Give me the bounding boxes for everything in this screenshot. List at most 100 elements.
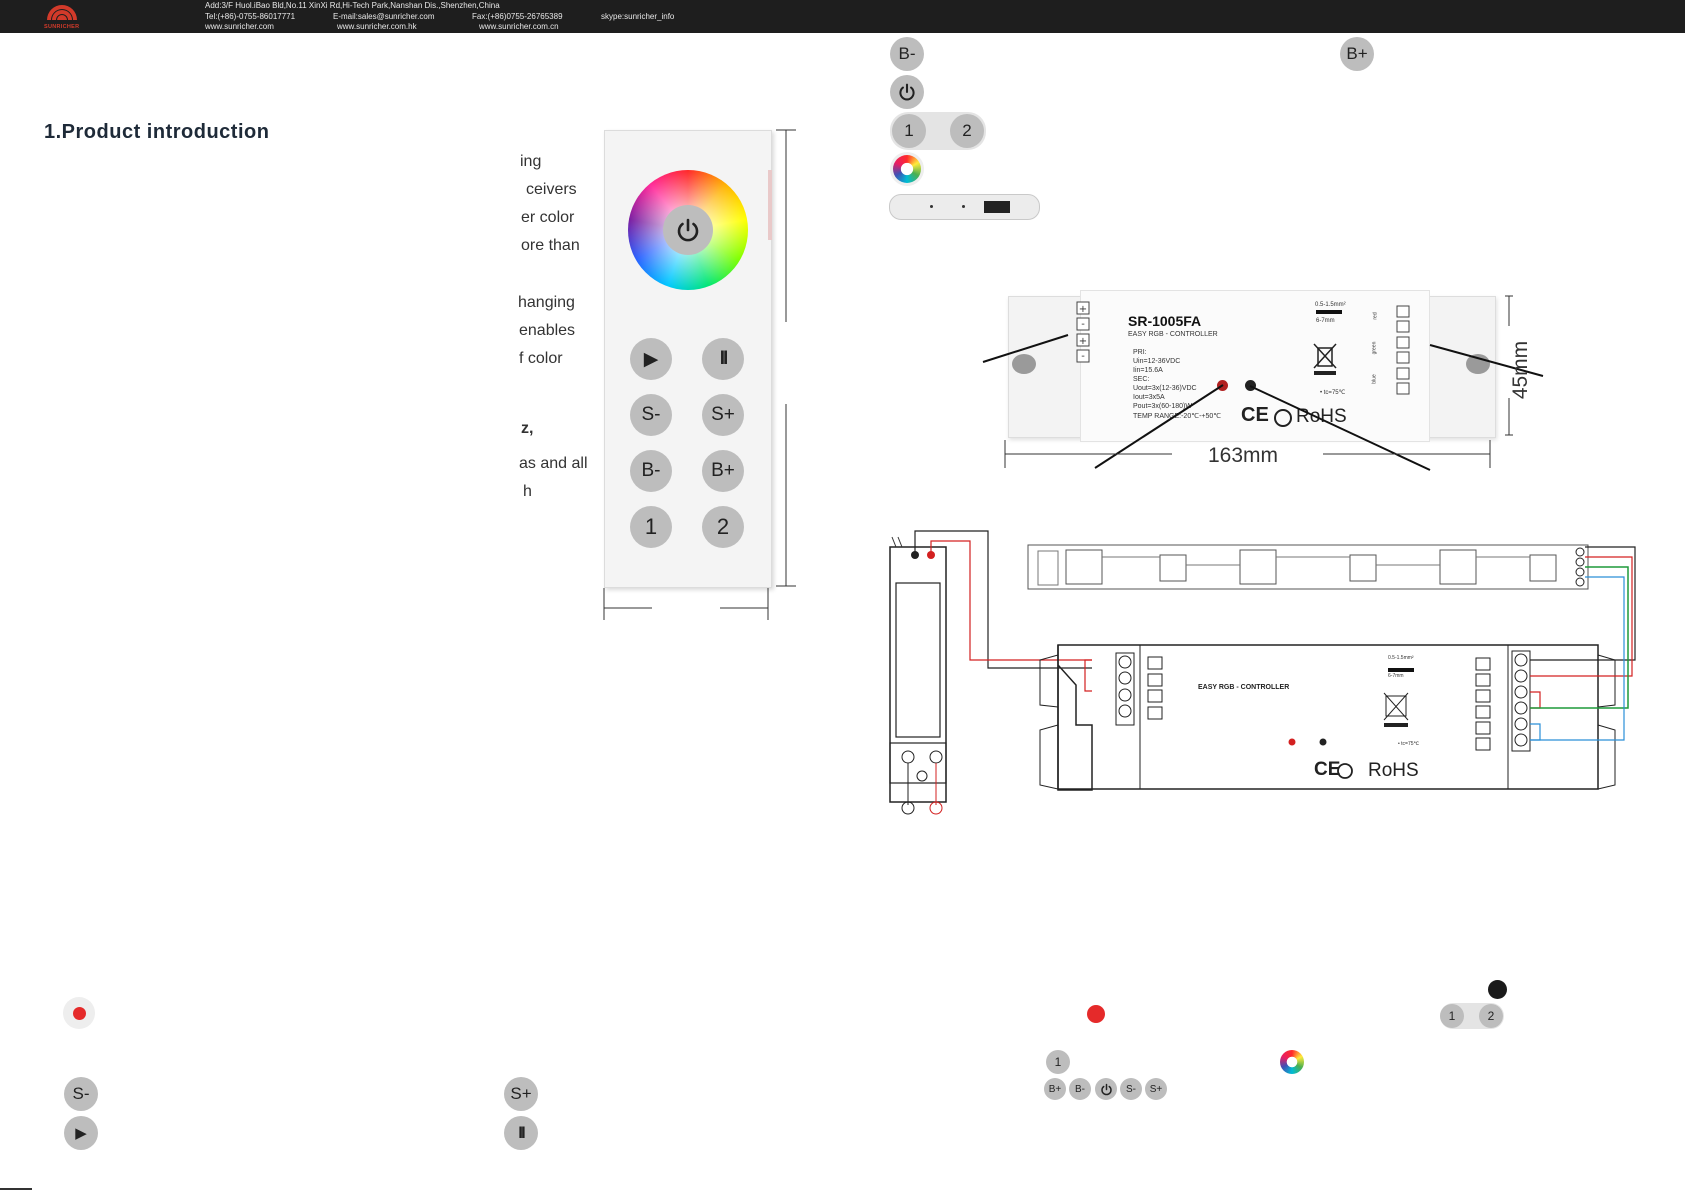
height-dimension: 45mm bbox=[1509, 340, 1533, 400]
remote-pause-button[interactable]: II bbox=[702, 338, 744, 380]
legend-play-button: ▶ bbox=[64, 1116, 98, 1150]
output-terminal-block bbox=[1396, 305, 1410, 395]
remote-power-button[interactable] bbox=[663, 205, 713, 255]
svg-text:+: + bbox=[1079, 304, 1087, 315]
intro-fragment-1: ing bbox=[520, 153, 542, 170]
mounting-screw-left bbox=[1012, 354, 1036, 374]
intro-fragment-7: f color bbox=[519, 350, 563, 367]
side-led-dot bbox=[962, 205, 965, 208]
spec-iin: Iin=15.6A bbox=[1133, 367, 1163, 374]
wire-size-label: 0.5-1.5mm² bbox=[1315, 302, 1346, 308]
svg-text:+: + bbox=[1079, 336, 1087, 347]
power-icon bbox=[1100, 1083, 1112, 1095]
bottom-zone2-button: 2 bbox=[1479, 1004, 1503, 1028]
section-title: 1.Product introduction bbox=[44, 121, 270, 143]
remote-zone2-button[interactable]: 2 bbox=[702, 506, 744, 548]
spec-temp: TEMP RANGE:-20℃-+50℃ bbox=[1133, 413, 1222, 420]
footer-mark bbox=[0, 1188, 32, 1190]
remote-s-plus-button[interactable]: S+ bbox=[702, 394, 744, 436]
remote-zone1-button[interactable]: 1 bbox=[630, 506, 672, 548]
header-fax: Fax:(+86)0755-26765389 bbox=[472, 12, 563, 21]
legend-pause-button: II bbox=[504, 1116, 538, 1150]
recycle-icon bbox=[1274, 409, 1292, 427]
wire-strip-bar bbox=[1316, 310, 1342, 314]
strip-length-label: 6-7mm bbox=[1316, 318, 1335, 324]
remote-b-plus-button[interactable]: B+ bbox=[702, 450, 744, 492]
spec-iout: Iout=3x5A bbox=[1133, 394, 1165, 401]
spec-uin: Uin=12-36VDC bbox=[1133, 358, 1181, 365]
spec-sec: SEC: bbox=[1133, 376, 1150, 383]
input-terminal-block: + - + - bbox=[1076, 301, 1090, 363]
spec-uout: Uout=3x(12-36)VDC bbox=[1133, 385, 1197, 392]
wiring-tc: • tc=75℃ bbox=[1398, 741, 1420, 747]
spec-pout: Pout=3x(60-180)W bbox=[1133, 403, 1192, 410]
wiring-ce-mark: CE bbox=[1314, 759, 1341, 780]
controller-subtitle: EASY RGB - CONTROLLER bbox=[1128, 331, 1218, 338]
header-skype: skype:sunricher_info bbox=[601, 12, 675, 21]
power-icon bbox=[899, 83, 915, 101]
intro-fragment-5: hanging bbox=[518, 294, 575, 311]
svg-text:-: - bbox=[1081, 351, 1085, 362]
width-dimension: 163mm bbox=[1208, 444, 1279, 467]
header-web1[interactable]: www.sunricher.com bbox=[205, 22, 274, 31]
red-led-icon bbox=[72, 1006, 86, 1020]
controller-callouts bbox=[982, 295, 1544, 471]
intro-fragment-8: z, bbox=[521, 420, 534, 437]
intro-fragment-10: h bbox=[523, 483, 532, 500]
bottom-zone1-button: 1 bbox=[1440, 1004, 1464, 1028]
spec-pri: PRI: bbox=[1133, 349, 1147, 356]
wiring-diagram bbox=[889, 530, 1636, 815]
legend-zone2-button: 2 bbox=[950, 114, 984, 148]
bottom-zone1-single: 1 bbox=[1046, 1050, 1070, 1074]
intro-fragment-4: ore than bbox=[521, 237, 580, 254]
header-web3[interactable]: www.sunricher.com.cn bbox=[479, 22, 559, 31]
intro-fragment-6: enables bbox=[519, 322, 576, 339]
receiver-side-view bbox=[889, 194, 1040, 220]
legend-s-minus-button: S- bbox=[64, 1077, 98, 1111]
color-wheel-icon bbox=[893, 155, 921, 183]
learning-key-icon bbox=[1488, 980, 1507, 999]
bottom-s-plus-button: S+ bbox=[1145, 1078, 1167, 1100]
remote-s-minus-button[interactable]: S- bbox=[630, 394, 672, 436]
spec-tc: • tc=75℃ bbox=[1320, 390, 1346, 396]
intro-fragment-9: as and all bbox=[519, 455, 588, 472]
power-icon bbox=[677, 218, 699, 242]
led-indicator bbox=[63, 997, 95, 1029]
weee-bin-icon bbox=[1313, 343, 1337, 375]
remote-play-button[interactable]: ▶ bbox=[630, 338, 672, 380]
legend-color-wheel bbox=[890, 152, 924, 186]
bottom-b-minus-button: B- bbox=[1069, 1078, 1091, 1100]
legend-power-button bbox=[890, 75, 924, 109]
controller-model: SR-1005FA bbox=[1128, 313, 1202, 329]
bottom-b-plus-button: B+ bbox=[1044, 1078, 1066, 1100]
remote-dimension-lines bbox=[603, 129, 796, 620]
header-address: Add:3/F Huol.iBao Bld,No.11 XinXi Rd,Hi-… bbox=[205, 1, 500, 10]
controller-label-panel bbox=[1080, 290, 1430, 442]
wiring-subtitle: EASY RGB - CONTROLLER bbox=[1198, 684, 1290, 691]
header-tel: Tel:(+86)-0755-86017771 bbox=[205, 12, 296, 21]
side-led-dot bbox=[930, 205, 933, 208]
wiring-wire-size: 0.5-1.5mm² bbox=[1388, 655, 1414, 661]
rohs-mark: RoHS bbox=[1296, 406, 1347, 427]
svg-text:-: - bbox=[1081, 319, 1085, 330]
color-wheel-icon bbox=[1280, 1050, 1304, 1074]
logo-name: SUNRICHER bbox=[44, 24, 80, 30]
legend-s-plus-button: S+ bbox=[504, 1077, 538, 1111]
intro-fragment-2: ceivers bbox=[526, 181, 577, 198]
sunricher-logo-icon bbox=[47, 5, 77, 20]
ce-mark: CE bbox=[1241, 404, 1269, 426]
page-header: SUNRICHER Add:3/F Huol.iBao Bld,No.11 Xi… bbox=[0, 0, 1685, 33]
header-email[interactable]: E-mail:sales@sunricher.com bbox=[333, 12, 435, 21]
legend-b-minus-button: B- bbox=[890, 37, 924, 71]
legend-b-plus-button: B+ bbox=[1340, 37, 1374, 71]
remote-side-strip bbox=[768, 170, 772, 240]
usb-port-icon bbox=[984, 201, 1010, 213]
wiring-strip-length: 6-7mm bbox=[1388, 673, 1404, 679]
legend-zone1-button: 1 bbox=[892, 114, 926, 148]
bottom-power-button bbox=[1095, 1078, 1117, 1100]
header-web2[interactable]: www.sunricher.com.hk bbox=[337, 22, 417, 31]
intro-fragment-3: er color bbox=[521, 209, 575, 226]
wiring-rohs-mark: RoHS bbox=[1368, 760, 1419, 781]
red-led-icon bbox=[1087, 1005, 1105, 1023]
remote-b-minus-button[interactable]: B- bbox=[630, 450, 672, 492]
